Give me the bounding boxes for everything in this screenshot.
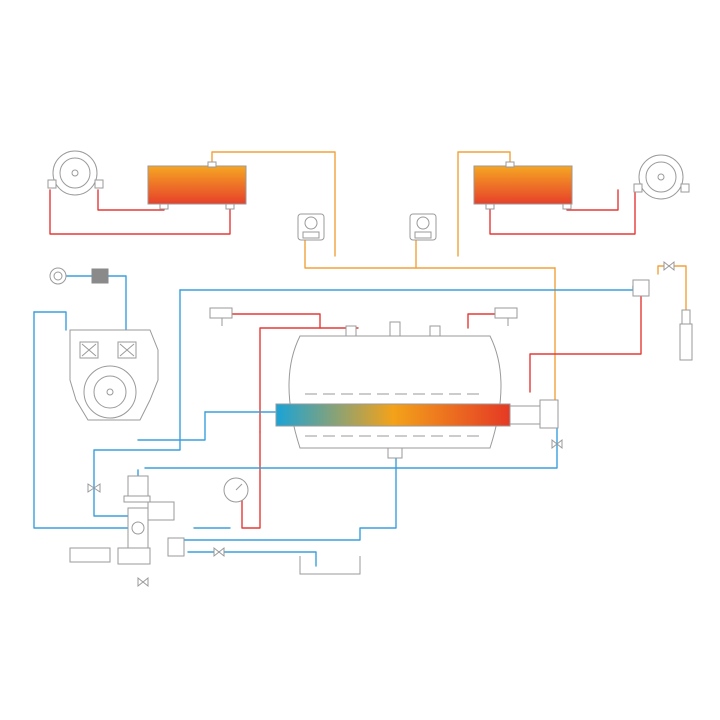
right-circulation-pump-icon — [409, 213, 437, 241]
temperature-sensor-left-icon — [209, 307, 233, 326]
boiler-icon — [69, 329, 159, 421]
ball-valve-left-icon — [87, 483, 101, 493]
mixing-valve-icon — [632, 279, 650, 297]
cold-pipes — [33, 275, 634, 567]
top-left-fan-icon — [47, 150, 104, 196]
hot-pipes — [49, 189, 642, 529]
shower-head-icon — [679, 309, 693, 361]
ball-valve-drain-icon — [213, 546, 225, 558]
pressure-gauge-icon — [223, 477, 249, 503]
manifold-icon — [69, 475, 185, 565]
temperature-sensor-right-icon — [494, 307, 518, 326]
drain-tray-icon — [299, 556, 361, 575]
storage-tank-icon — [288, 321, 502, 459]
filter-icon — [91, 268, 109, 284]
heat-exchanger-icon — [275, 399, 559, 429]
top-right-fan-icon — [633, 154, 690, 200]
left-circulation-pump-icon — [297, 213, 325, 241]
water-inlet-icon — [49, 267, 67, 285]
ball-valve-top-right-icon — [663, 260, 675, 272]
ball-valve-bottom-icon — [137, 576, 149, 588]
ball-valve-right-icon — [551, 438, 563, 450]
top-right-heater-icon — [473, 161, 573, 210]
top-left-heater-icon — [147, 161, 247, 210]
